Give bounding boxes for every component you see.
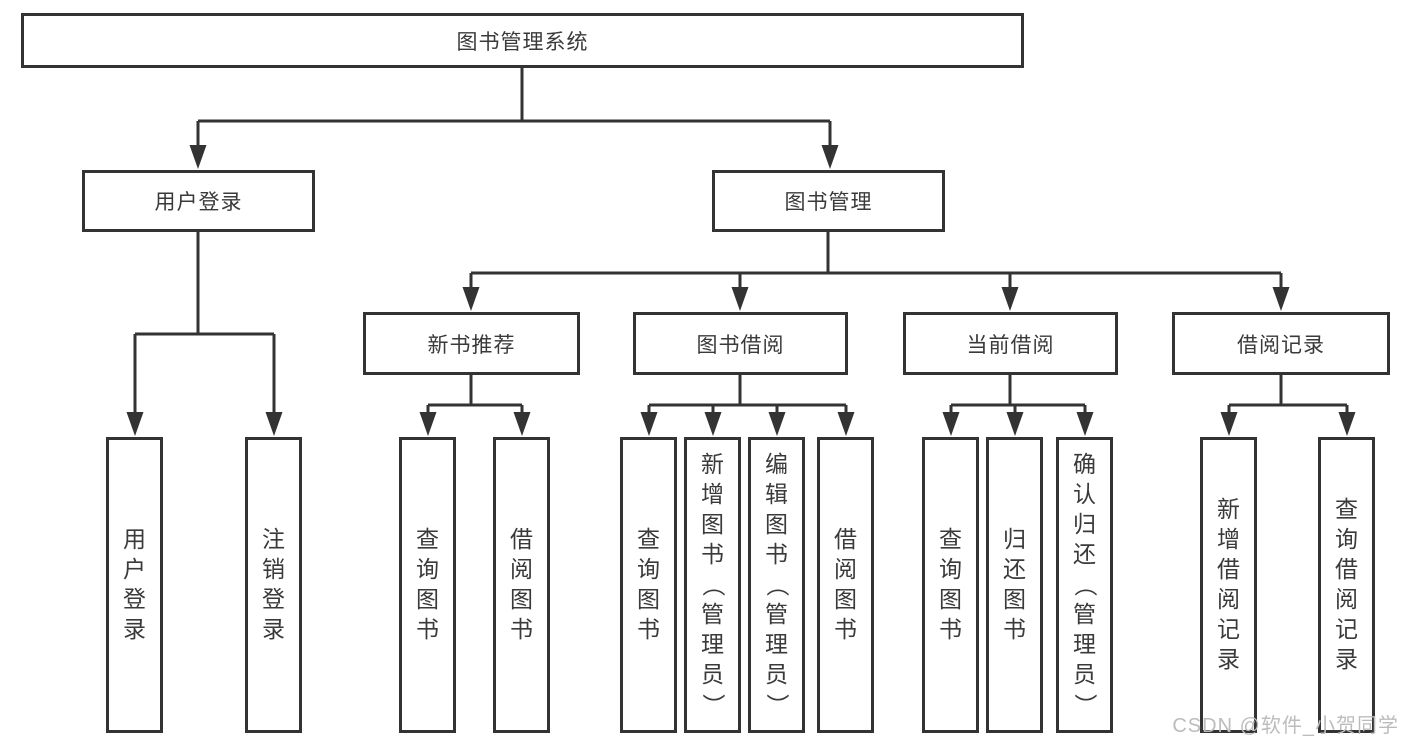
leaf-logout-label: 注销登录 bbox=[262, 526, 285, 642]
leaf-user-login-label: 用户登录 bbox=[123, 526, 146, 642]
leaf-records-query-record-label: 查询借阅记录 bbox=[1335, 496, 1358, 672]
leaf-current-query-books-label: 查询图书 bbox=[939, 526, 962, 642]
node-book-borrowing: 图书借阅 bbox=[633, 312, 848, 375]
leaf-borrowing-edit-books-admin-label: 编辑图书（管理员） bbox=[764, 451, 791, 717]
leaf-current-confirm-return-admin: 确认归还（管理员） bbox=[1056, 437, 1113, 733]
node-library-management-system: 图书管理系统 bbox=[21, 13, 1024, 68]
node-user-login-branch-label: 用户登录 bbox=[154, 191, 243, 214]
node-user-login-branch: 用户登录 bbox=[82, 170, 315, 232]
leaf-user-login: 用户登录 bbox=[106, 437, 163, 733]
leaf-current-query-books: 查询图书 bbox=[922, 437, 979, 733]
node-book-management-branch: 图书管理 bbox=[712, 170, 945, 232]
node-library-management-system-label: 图书管理系统 bbox=[456, 30, 589, 54]
leaf-newbook-borrow-books-label: 借阅图书 bbox=[510, 526, 533, 642]
node-current-borrowing-label: 当前借阅 bbox=[966, 333, 1055, 357]
node-current-borrowing: 当前借阅 bbox=[903, 312, 1118, 375]
leaf-current-confirm-return-admin-label: 确认归还（管理员） bbox=[1072, 451, 1099, 717]
leaf-logout: 注销登录 bbox=[245, 437, 302, 733]
watermark: CSDN @软件_小贺同学 bbox=[1172, 715, 1399, 737]
leaf-borrowing-add-books-admin: 新增图书（管理员） bbox=[684, 437, 741, 733]
leaf-records-add-record: 新增借阅记录 bbox=[1200, 437, 1257, 733]
leaf-current-return-books-label: 归还图书 bbox=[1003, 526, 1026, 642]
arrowheads bbox=[126, 145, 1356, 436]
node-book-borrowing-label: 图书借阅 bbox=[696, 333, 785, 357]
leaf-newbook-query-books: 查询图书 bbox=[399, 437, 456, 733]
node-borrowing-records-label: 借阅记录 bbox=[1237, 333, 1325, 357]
leaf-borrowing-borrow-books-label: 借阅图书 bbox=[834, 526, 857, 642]
node-new-book-recommend: 新书推荐 bbox=[363, 312, 580, 375]
leaf-records-query-record: 查询借阅记录 bbox=[1318, 437, 1375, 733]
leaf-records-add-record-label: 新增借阅记录 bbox=[1217, 496, 1240, 672]
leaf-borrowing-query-books-label: 查询图书 bbox=[637, 526, 660, 642]
leaf-newbook-borrow-books: 借阅图书 bbox=[493, 437, 550, 733]
leaf-current-return-books: 归还图书 bbox=[986, 437, 1043, 733]
leaf-borrowing-query-books: 查询图书 bbox=[620, 437, 677, 733]
node-book-management-branch-label: 图书管理 bbox=[784, 191, 873, 214]
leaf-newbook-query-books-label: 查询图书 bbox=[416, 526, 439, 642]
node-new-book-recommend-label: 新书推荐 bbox=[427, 333, 516, 357]
leaf-borrowing-edit-books-admin: 编辑图书（管理员） bbox=[748, 437, 805, 733]
node-borrowing-records: 借阅记录 bbox=[1172, 312, 1390, 375]
leaf-borrowing-borrow-books: 借阅图书 bbox=[817, 437, 874, 733]
leaf-borrowing-add-books-admin-label: 新增图书（管理员） bbox=[700, 451, 727, 717]
